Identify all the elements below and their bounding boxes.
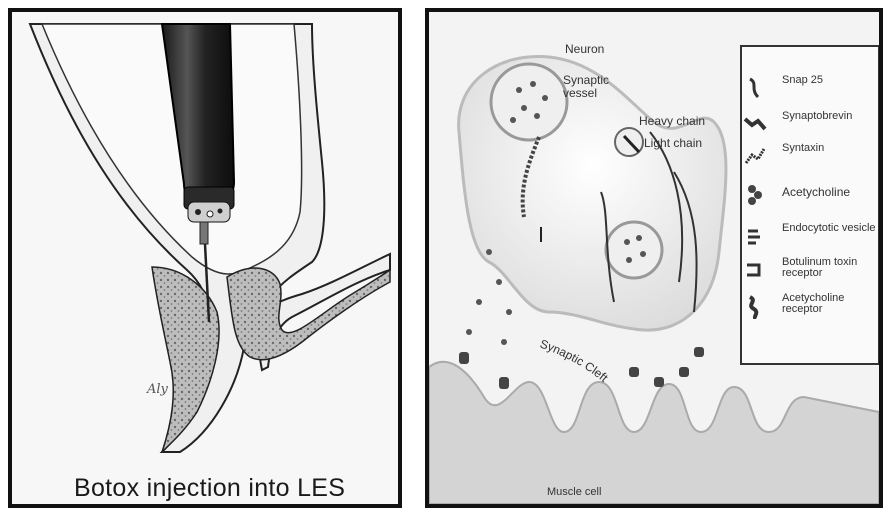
botox-injection-panel: Botox injection into LES Aly [8, 8, 402, 508]
botulinum-receptor-icon [742, 257, 768, 283]
synaptic-cleft-label: Synaptic Cleft [538, 337, 611, 386]
endocytotic-vesicle-icon [742, 223, 768, 249]
legend-item-endocytotic-vesicle: Endocytotic vesicle [742, 223, 878, 253]
snap25-icon [742, 75, 768, 101]
synaptobrevin-icon [742, 111, 768, 137]
synaptic-vesicle [491, 64, 567, 140]
heavy-chain-label: Heavy chain [639, 114, 705, 128]
legend-item-synaptobrevin: Synaptobrevin [742, 111, 878, 141]
caption: Botox injection into LES [74, 474, 345, 503]
legend-item-acetylcholine-receptor: Acetycholine receptor [742, 293, 878, 323]
artist-signature: Aly [147, 382, 168, 397]
esophagus-illustration [12, 12, 398, 504]
muscle-cell-label: Muscle cell [547, 486, 601, 498]
les-muscle-right [227, 268, 390, 360]
legend-item-acetycholine: Acetycholine [742, 181, 878, 211]
acetycholine-icon [742, 181, 768, 207]
legend-item-snap25: Snap 25 [742, 75, 878, 105]
syntaxin-icon [742, 143, 768, 169]
legend: Snap 25 Synaptobrevin Syntaxin Acetychol… [740, 45, 880, 365]
acetylcholine-receptor-icon [742, 293, 768, 319]
legend-item-botulinum-receptor: Botulinum toxin receptor [742, 257, 878, 287]
neuron-label: Neuron [565, 42, 604, 56]
synaptic-vesicle-2 [606, 222, 662, 278]
light-chain-label: Light chain [644, 136, 702, 150]
legend-item-syntaxin: Syntaxin [742, 143, 878, 173]
synaptic-vessel-label: Synaptic vessel [563, 74, 623, 100]
synapse-mechanism-panel: Synaptic Cleft Neuron Synaptic vessel He… [425, 8, 883, 508]
